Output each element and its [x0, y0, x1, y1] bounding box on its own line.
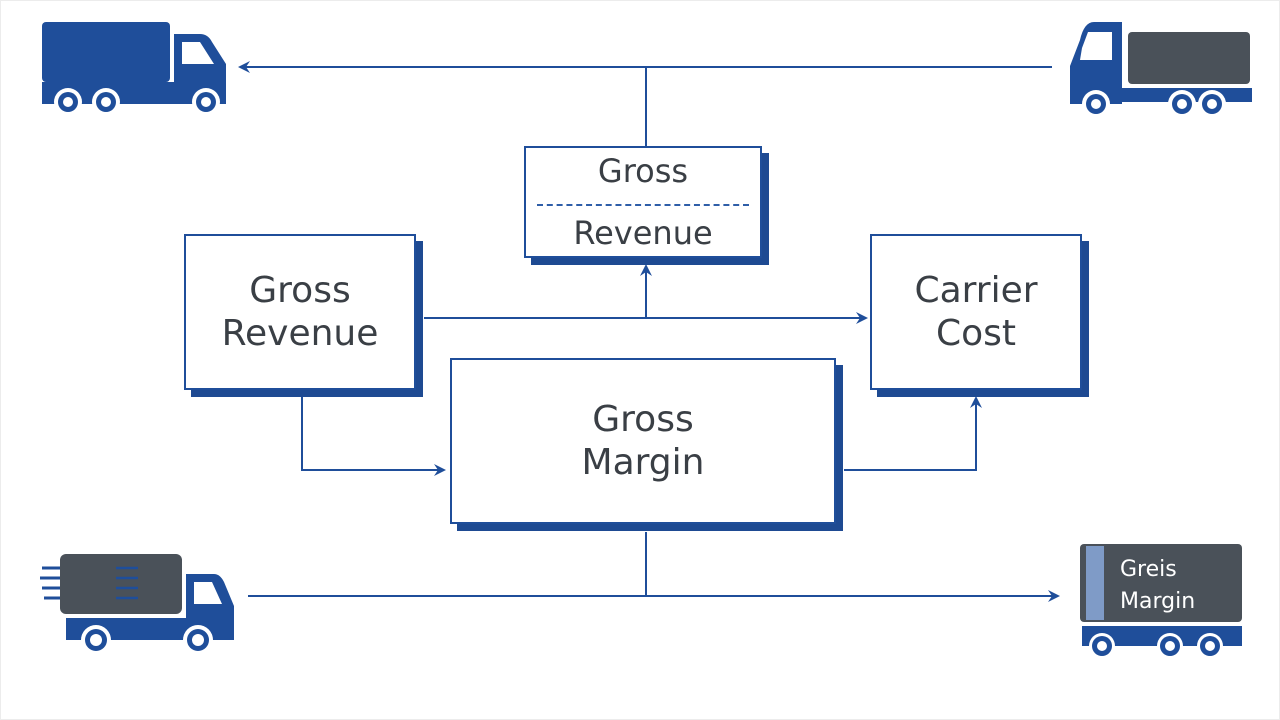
gross-margin-box: Gross Margin — [450, 358, 836, 524]
gross-margin-line1: Gross — [592, 398, 694, 440]
semi-truck-icon — [1070, 22, 1252, 118]
revenue-to-margin-arrow — [301, 390, 446, 476]
carrier-cost-line1: Carrier — [914, 269, 1038, 311]
ratio-box: Gross Revenue — [524, 146, 762, 258]
gross-margin-line2: Margin — [581, 442, 705, 483]
ratio-denominator: Revenue — [573, 214, 713, 252]
ratio-dashed-divider — [537, 204, 749, 206]
carrier-cost-line2: Cost — [935, 313, 1017, 354]
margin-to-cost-arrow — [844, 396, 982, 471]
gross-revenue-line1: Gross — [249, 269, 351, 311]
gross-revenue-box: Gross Revenue — [184, 234, 416, 390]
ratio-numerator: Gross — [597, 151, 689, 190]
carrier-cost-box: Carrier Cost — [870, 234, 1082, 390]
gross-revenue-line2: Revenue — [221, 313, 379, 354]
sign-line2: Margin — [1120, 589, 1195, 614]
speeding-truck-icon — [40, 554, 234, 655]
sign-line1: Greis — [1120, 557, 1177, 582]
signboard-truck-icon: Greis Margin — [1080, 544, 1242, 659]
box-truck-icon — [42, 22, 226, 116]
